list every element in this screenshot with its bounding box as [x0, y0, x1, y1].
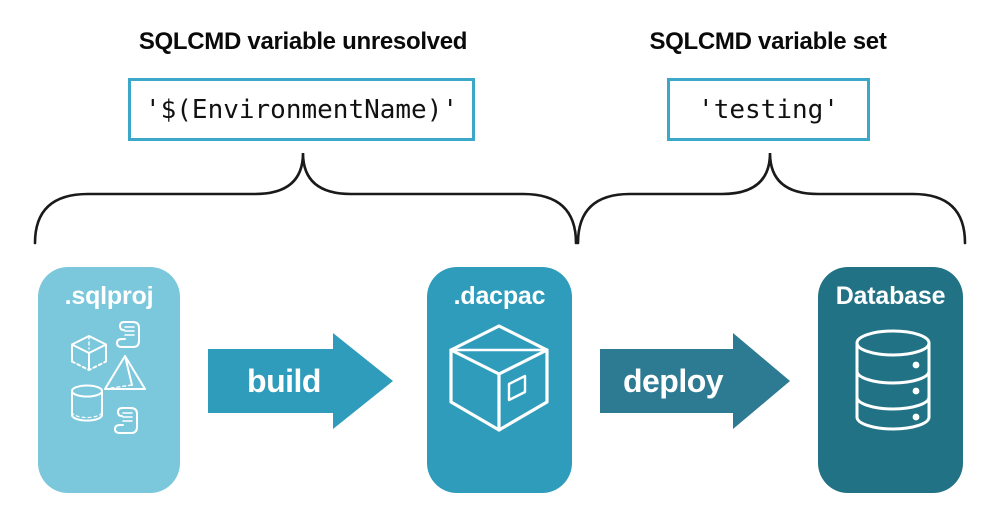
dacpac-card-label: .dacpac — [453, 282, 546, 310]
sqlproj-card: .sqlproj — [38, 267, 180, 493]
sqlproj-card-label: .sqlproj — [64, 282, 154, 310]
code-value-set: 'testing' — [698, 94, 839, 125]
dacpac-card: .dacpac — [427, 267, 572, 493]
package-icon — [449, 324, 549, 432]
pyramid-icon — [104, 355, 146, 390]
database-card-label: Database — [835, 282, 946, 310]
heading-set: SQLCMD variable set — [649, 28, 887, 55]
script-icon — [114, 407, 138, 434]
curly-brace-left-icon — [33, 152, 578, 245]
cube-icon — [71, 335, 107, 371]
code-box-set: 'testing' — [667, 78, 870, 141]
heading-unresolved: SQLCMD variable unresolved — [138, 28, 468, 55]
code-box-unresolved: '$(EnvironmentName)' — [128, 78, 475, 141]
script-icon — [116, 321, 140, 348]
database-card: Database — [818, 267, 963, 493]
cylinder-icon — [71, 384, 103, 422]
database-icon — [855, 329, 931, 431]
sqlproj-objects-icon — [71, 321, 146, 434]
code-value-unresolved: '$(EnvironmentName)' — [144, 94, 459, 125]
curly-brace-right-icon — [576, 152, 967, 245]
build-arrow-label: build — [247, 363, 321, 399]
deploy-arrow-label: deploy — [622, 363, 724, 399]
